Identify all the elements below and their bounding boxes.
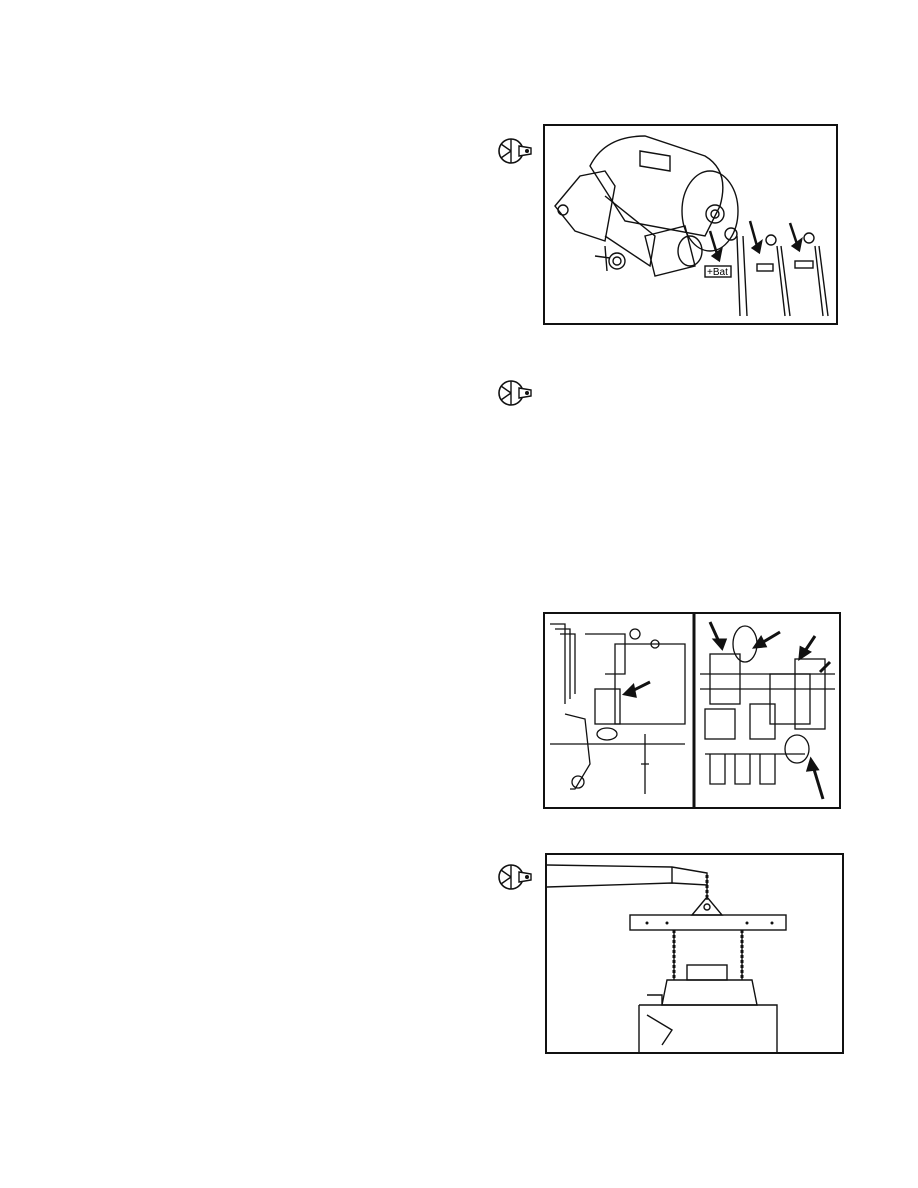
wrench-icon: [497, 136, 533, 166]
wrench-icon: [497, 862, 533, 892]
bat-callout-label: +Bat: [707, 267, 728, 278]
figure-starter-motor: +Bat: [543, 124, 838, 325]
figure-engine-connections: [543, 612, 841, 809]
wrench-icon: [497, 378, 533, 408]
figure-engine-lifting: [545, 853, 844, 1054]
